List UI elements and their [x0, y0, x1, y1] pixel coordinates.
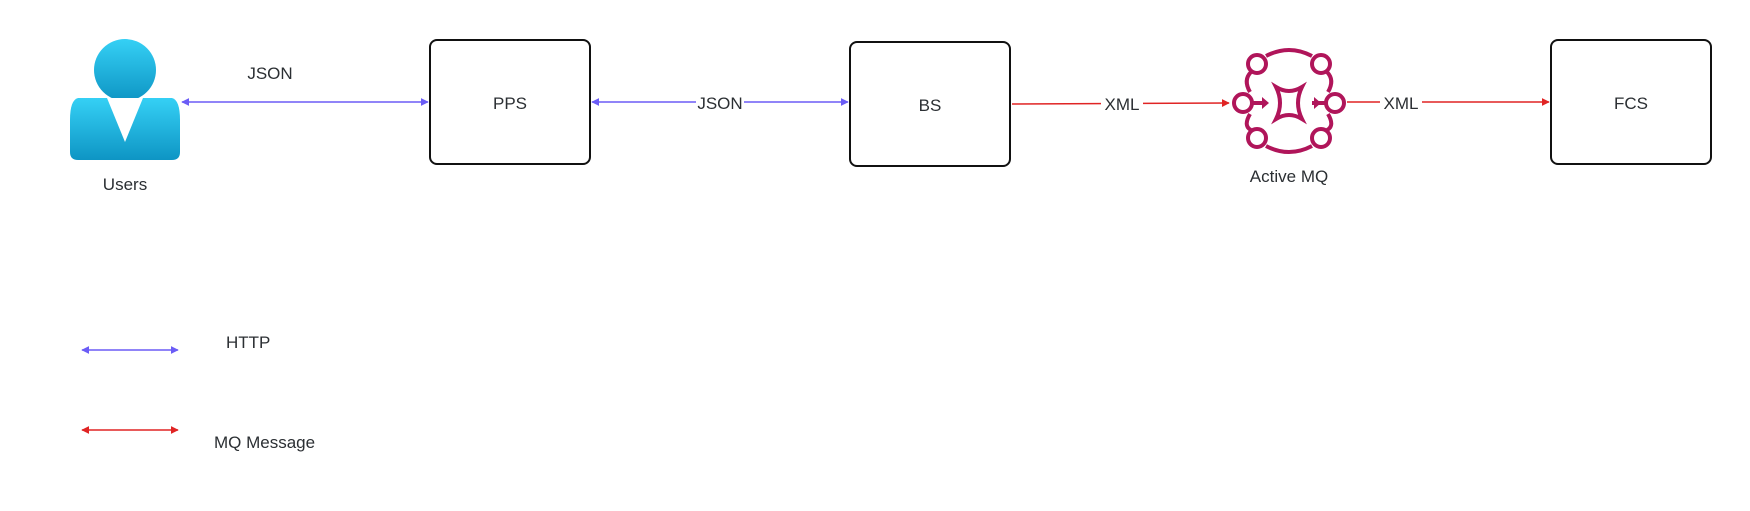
- fcs-label: FCS: [1614, 94, 1648, 113]
- edge-bs-activemq-label: XML: [1105, 95, 1140, 114]
- users-label: Users: [103, 175, 147, 194]
- pps-label: PPS: [493, 94, 527, 113]
- edge-activemq-fcs-label: XML: [1384, 94, 1419, 113]
- edge-activemq-fcs: XML: [1347, 91, 1550, 113]
- activemq-label: Active MQ: [1250, 167, 1328, 186]
- edge-pps-bs: JSON: [591, 91, 849, 113]
- bs-node: BS: [849, 41, 1011, 167]
- edge-bs-activemq: XML: [1011, 92, 1230, 114]
- activemq-icon: [1232, 48, 1346, 154]
- edge-users-pps: JSON: [181, 64, 429, 106]
- edge-users-pps-label: JSON: [247, 64, 292, 83]
- pps-node: PPS: [429, 39, 591, 165]
- edge-pps-bs-label: JSON: [697, 94, 742, 113]
- user-icon: [70, 39, 180, 160]
- legend: HTTP MQ Message: [81, 333, 315, 452]
- fcs-node: FCS: [1550, 39, 1712, 165]
- legend-mq-label: MQ Message: [214, 433, 315, 452]
- legend-http: HTTP: [81, 333, 270, 354]
- legend-mq: MQ Message: [81, 426, 315, 452]
- legend-http-label: HTTP: [226, 333, 270, 352]
- bs-label: BS: [919, 96, 942, 115]
